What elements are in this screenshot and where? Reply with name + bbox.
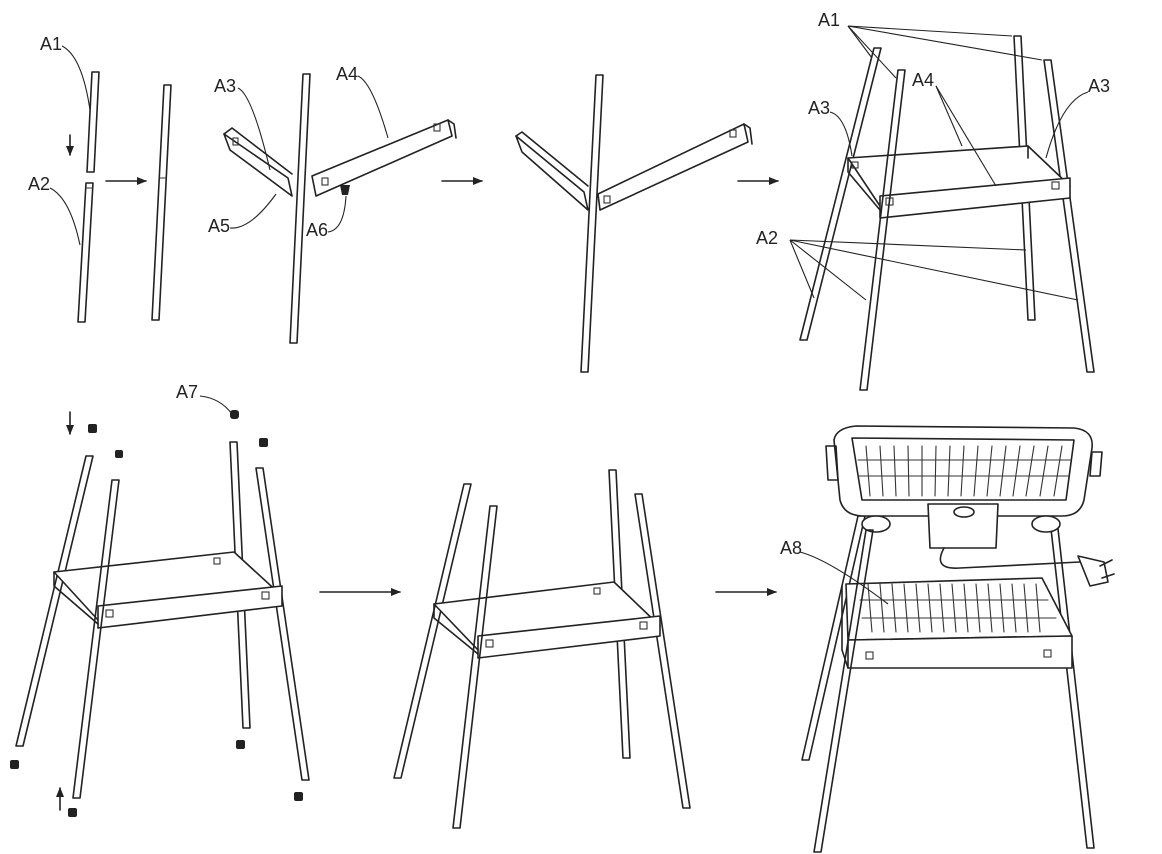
cap-set [10, 410, 303, 817]
label-a4: A4 [912, 70, 934, 90]
leg-front-right [1043, 59, 1095, 373]
label-a6: A6 [306, 220, 328, 240]
leg-a2-part [77, 182, 94, 323]
label-a7: A7 [176, 382, 198, 402]
assembled-leg [151, 84, 172, 321]
frame-rectangle [433, 581, 661, 659]
frame-side-right [597, 123, 753, 211]
frame-side-a4 [311, 119, 457, 197]
leg [608, 469, 631, 759]
step-4-full-frame: A1 A3 A4 A3 A2 [756, 10, 1110, 391]
label-a1: A1 [40, 34, 62, 54]
label-a2: A2 [28, 174, 50, 194]
rack-a8 [859, 583, 1057, 633]
leg [255, 467, 310, 781]
step-6-complete-stand [393, 469, 777, 829]
step-3-assembled-corner [515, 74, 779, 373]
leg [72, 479, 120, 799]
screw-a6 [340, 185, 350, 195]
leg-front-center [859, 69, 906, 391]
frame-rectangle [847, 145, 1071, 219]
step-2-frame-sides: A3 A4 A5 A6 [208, 64, 483, 344]
leg-a1-part [86, 71, 100, 173]
leg-center [289, 73, 311, 344]
leg-back-right [1013, 35, 1036, 321]
step-1-leg-joining: A1 A2 [28, 34, 172, 323]
rack-frame [841, 577, 1073, 669]
frame-side-left [515, 131, 589, 211]
step-7-grill-mounted: A8 [780, 425, 1115, 853]
leg [393, 483, 472, 779]
step-5-feet-caps: A7 [10, 382, 401, 817]
thermostat-control [927, 503, 999, 549]
leg-center [580, 74, 604, 373]
leg [229, 441, 251, 729]
leg [15, 455, 94, 747]
label-a8: A8 [780, 538, 802, 558]
grill-grate [857, 445, 1071, 497]
leg [452, 505, 498, 829]
leg [634, 493, 691, 809]
label-a3: A3 [214, 76, 236, 96]
label-a2: A2 [756, 228, 778, 248]
label-a1: A1 [818, 10, 840, 30]
grill-body [825, 425, 1103, 533]
label-a3: A3 [1088, 76, 1110, 96]
label-a4: A4 [336, 64, 358, 84]
leg [813, 529, 874, 853]
frame-side-a3 [223, 127, 293, 197]
leg-front-left [799, 47, 882, 341]
label-a3: A3 [808, 98, 830, 118]
power-cord-plug [939, 547, 1115, 587]
label-a5: A5 [208, 216, 230, 236]
frame-rectangle [53, 551, 283, 629]
